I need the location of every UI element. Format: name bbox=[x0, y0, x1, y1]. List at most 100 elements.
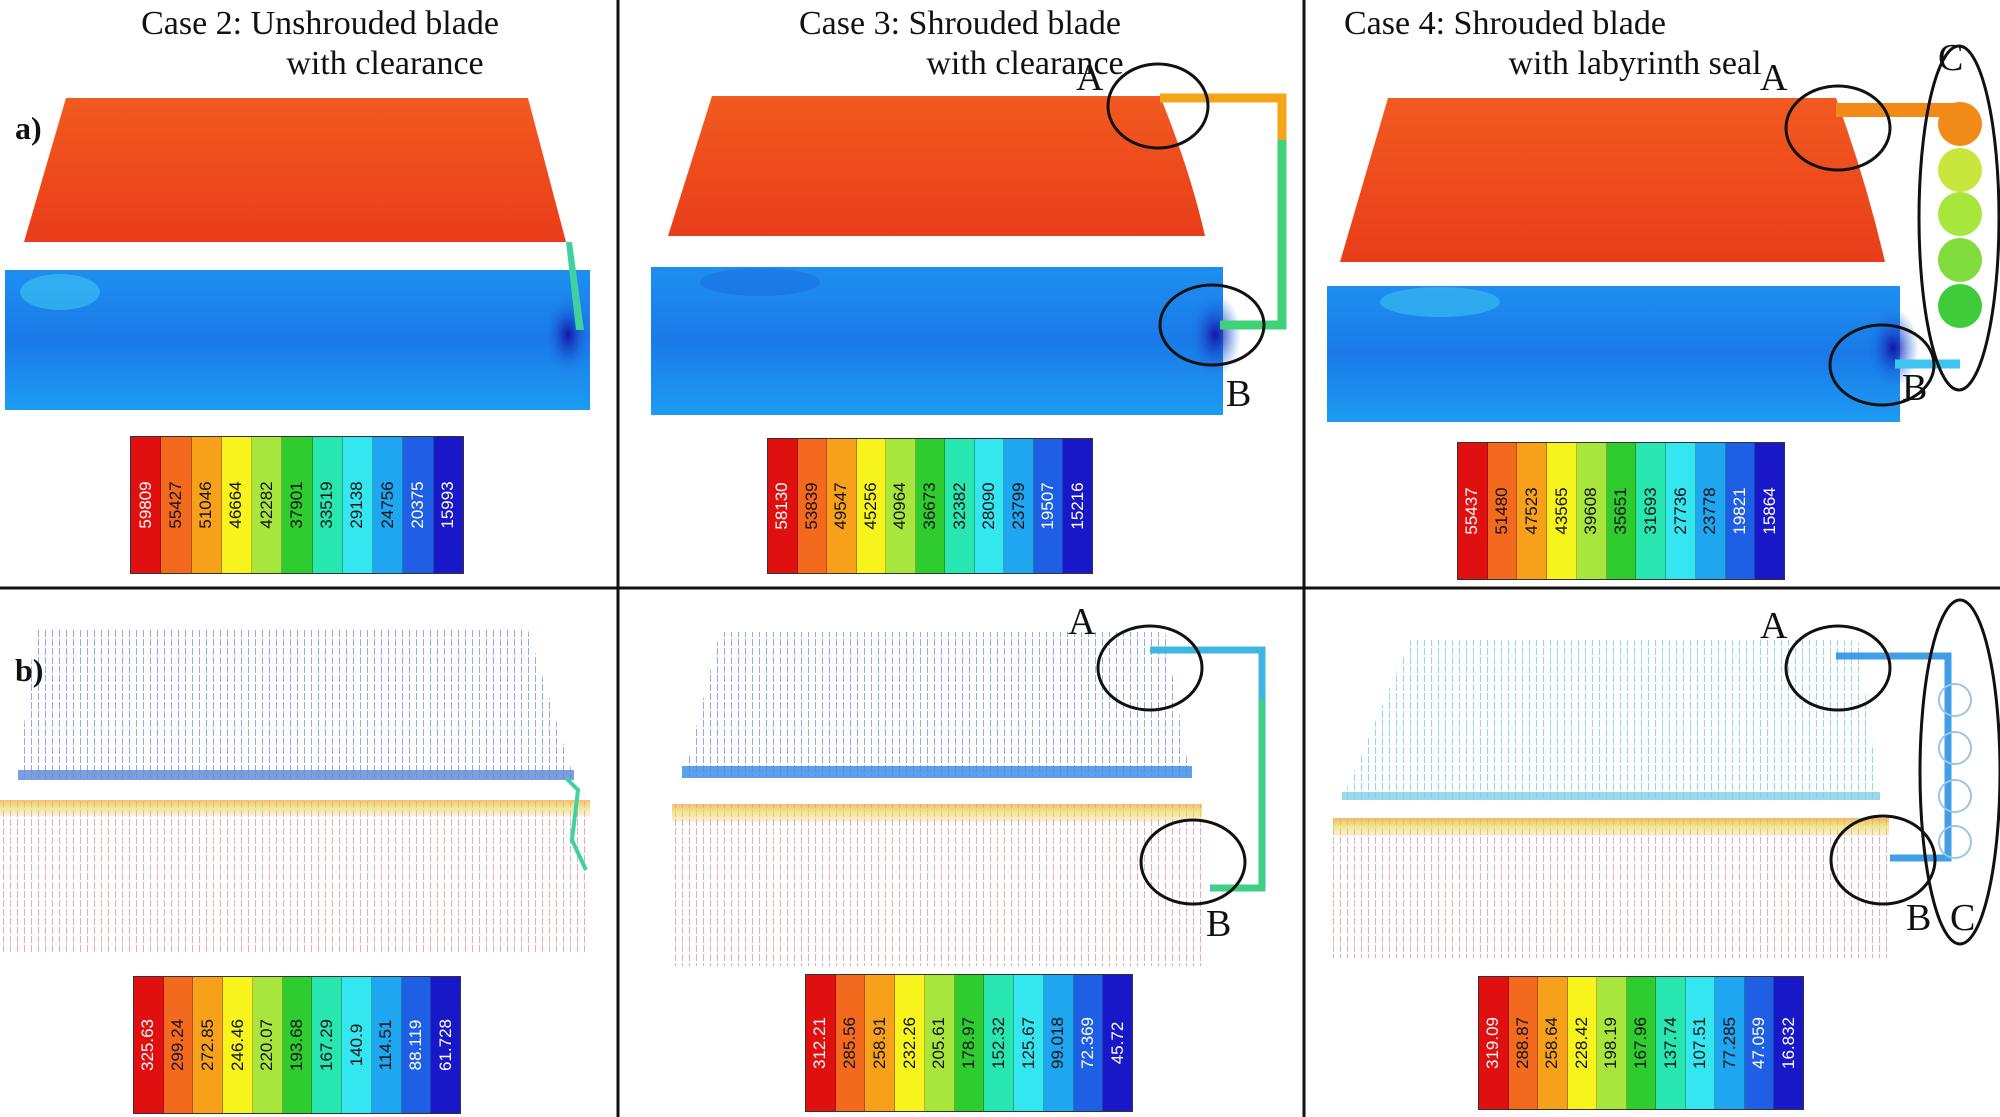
colorbar-swatch: 228.42 bbox=[1567, 977, 1598, 1109]
colorbar-value: 77.285 bbox=[1719, 1017, 1739, 1069]
region-c-ellipse-a-case4 bbox=[1917, 44, 2000, 392]
marker-c-row-b-case4: C bbox=[1950, 897, 1976, 939]
colorbar-value: 51480 bbox=[1492, 487, 1512, 535]
colorbar-swatch: 29138 bbox=[342, 437, 374, 573]
colorbar-swatch: 46664 bbox=[221, 437, 253, 573]
colorbar-swatch: 167.29 bbox=[312, 977, 343, 1113]
colorbar-swatch: 77.285 bbox=[1715, 977, 1745, 1109]
contour-case4 bbox=[1327, 98, 1982, 422]
region-a-ellipse-a-case3 bbox=[1106, 62, 1210, 150]
case4-title: Case 4: Shrouded blade with labyrinth se… bbox=[1300, 4, 1820, 84]
contour-case3 bbox=[651, 93, 1287, 415]
colorbar-swatch: 288.87 bbox=[1508, 977, 1539, 1109]
colorbar-value: 285.56 bbox=[840, 1017, 860, 1069]
colorbar-value: 299.24 bbox=[168, 1019, 188, 1071]
marker-a-row-a-case3: A bbox=[1076, 57, 1104, 99]
colorbar-value: 55427 bbox=[165, 481, 185, 529]
colorbar-swatch: 43565 bbox=[1547, 443, 1577, 579]
colorbar-value: 205.61 bbox=[929, 1017, 949, 1069]
region-b-ellipse-a-case3 bbox=[1158, 283, 1266, 367]
colorbar-value: 24756 bbox=[377, 481, 397, 529]
colorbar-swatch: 45.72 bbox=[1103, 975, 1133, 1111]
colorbar-swatch: 232.26 bbox=[895, 975, 925, 1111]
colorbar-value: 167.29 bbox=[316, 1019, 336, 1071]
case2-title: Case 2: Unshrouded blade with clearance bbox=[60, 4, 580, 84]
colorbar-swatch: 15993 bbox=[433, 437, 463, 573]
colorbar-value: 59809 bbox=[135, 481, 155, 529]
colorbar-value: 47523 bbox=[1521, 487, 1541, 535]
region-a-ellipse-b-case3 bbox=[1096, 624, 1204, 712]
region-a-ellipse-a-case4 bbox=[1784, 84, 1892, 172]
colorbar-swatch: 47523 bbox=[1517, 443, 1548, 579]
row-label-a: a) bbox=[15, 110, 42, 146]
colorbar-value: 15216 bbox=[1067, 482, 1087, 530]
colorbar-value: 137.74 bbox=[1660, 1017, 1680, 1069]
colorbar-swatch: 220.07 bbox=[252, 977, 283, 1113]
colorbar-swatch: 35651 bbox=[1606, 443, 1637, 579]
colorbar-swatch: 15864 bbox=[1755, 443, 1785, 579]
colorbar-swatch: 140.9 bbox=[342, 977, 372, 1113]
case3-title-line2: with clearance bbox=[926, 45, 1124, 82]
colorbar-swatch: 61.728 bbox=[431, 977, 461, 1113]
colorbar-value: 31693 bbox=[1640, 487, 1660, 535]
colorbar-swatch: 24756 bbox=[373, 437, 404, 573]
colorbar-swatch: 42282 bbox=[252, 437, 283, 573]
marker-b-row-b-case3: B bbox=[1206, 903, 1232, 945]
colorbar-swatch: 193.68 bbox=[282, 977, 313, 1113]
colorbar-swatch: 39608 bbox=[1576, 443, 1607, 579]
marker-b-row-a-case4: B bbox=[1902, 367, 1928, 409]
colorbar-value: 15864 bbox=[1759, 487, 1779, 535]
marker-a-row-a-case4: A bbox=[1760, 57, 1788, 99]
colorbar-value: 58130 bbox=[772, 482, 792, 530]
vectors-case2 bbox=[0, 630, 590, 952]
colorbar-value: 42282 bbox=[256, 481, 276, 529]
colorbar-value: 114.51 bbox=[376, 1019, 396, 1071]
colorbar-swatch: 23778 bbox=[1695, 443, 1726, 579]
colorbar-swatch: 152.32 bbox=[984, 975, 1015, 1111]
colorbar-swatch: 325.63 bbox=[134, 977, 164, 1113]
marker-b-row-a-case3: B bbox=[1226, 373, 1252, 415]
colorbar-value: 51046 bbox=[196, 481, 216, 529]
colorbar-swatch: 45256 bbox=[856, 439, 887, 573]
colorbar-value: 325.63 bbox=[138, 1019, 158, 1071]
colorbar-swatch: 36673 bbox=[915, 439, 946, 573]
colorbar-swatch: 31693 bbox=[1636, 443, 1667, 579]
colorbar-value: 272.85 bbox=[197, 1019, 217, 1071]
colorbar-swatch: 258.91 bbox=[865, 975, 896, 1111]
colorbar-value: 32382 bbox=[949, 482, 969, 530]
region-b-ellipse-b-case4 bbox=[1829, 814, 1937, 906]
colorbar-swatch: 285.56 bbox=[835, 975, 866, 1111]
marker-c-row-a-case4: C bbox=[1938, 37, 1964, 79]
colorbar-value: 72.369 bbox=[1077, 1017, 1097, 1069]
colorbar-swatch: 59809 bbox=[131, 437, 162, 573]
colorbar-value: 28090 bbox=[979, 482, 999, 530]
colorbar-swatch: 99.018 bbox=[1043, 975, 1074, 1111]
colorbar-value: 232.26 bbox=[899, 1017, 919, 1069]
colorbar-value: 198.19 bbox=[1601, 1017, 1621, 1069]
colorbar-swatch: 32382 bbox=[945, 439, 975, 573]
colorbar-swatch: 178.97 bbox=[954, 975, 985, 1111]
colorbar-value: 33519 bbox=[317, 481, 337, 529]
contour-case2 bbox=[5, 98, 592, 410]
colorbar-value: 16.832 bbox=[1778, 1017, 1798, 1069]
colorbar-value: 178.97 bbox=[959, 1017, 979, 1069]
case3-title-line1: Case 3: Shrouded blade bbox=[799, 5, 1121, 42]
colorbar-value: 125.67 bbox=[1018, 1017, 1038, 1069]
case2-title-line1: Case 2: Unshrouded blade bbox=[141, 5, 499, 42]
colorbar-value: 19507 bbox=[1038, 482, 1058, 530]
colorbar-value: 140.9 bbox=[346, 1023, 366, 1067]
colorbar-swatch: 47.059 bbox=[1744, 977, 1775, 1109]
colorbar-swatch: 258.64 bbox=[1538, 977, 1568, 1109]
colorbar-value: 45.72 bbox=[1107, 1021, 1127, 1065]
colorbar-value: 47.059 bbox=[1749, 1017, 1769, 1069]
vectors-case4 bbox=[1333, 640, 1972, 958]
colorbar-swatch: 28090 bbox=[974, 439, 1005, 573]
colorbar-swatch: 49547 bbox=[827, 439, 857, 573]
